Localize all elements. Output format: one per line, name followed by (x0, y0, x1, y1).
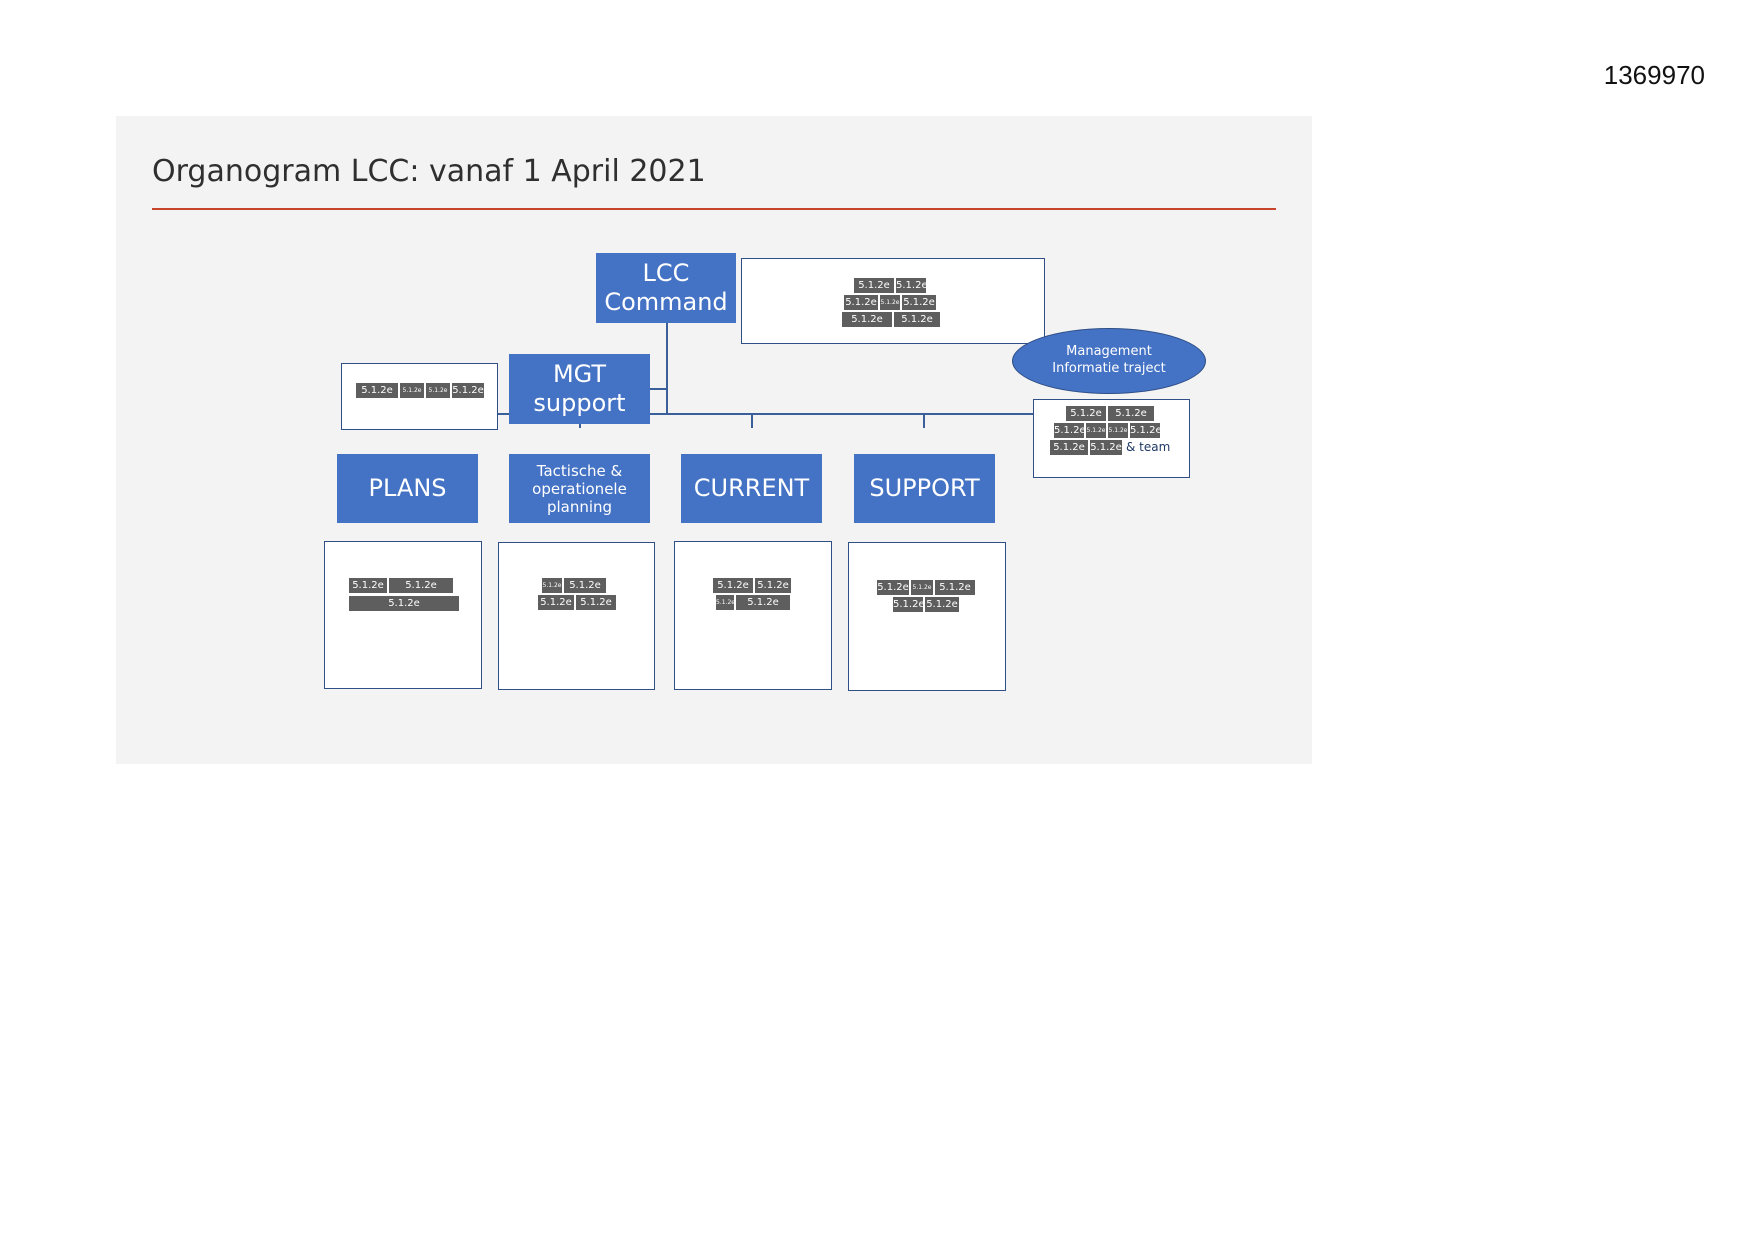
plans-node: PLANS (337, 454, 478, 523)
redaction-block: 5.1.2e (854, 278, 894, 293)
lcc-command-node: LCC Command (596, 253, 736, 323)
redaction-block: 5.1.2e (893, 597, 923, 612)
mgt-support-label-line2: support (533, 389, 626, 417)
current-node: CURRENT (681, 454, 822, 523)
redaction-block: 5.1.2e (1054, 423, 1084, 438)
support-node: SUPPORT (854, 454, 995, 523)
redaction-block: 5.1.2e (925, 597, 959, 612)
redaction-block: 5.1.2e (1108, 406, 1154, 421)
tactical-label-line2: operationele (532, 479, 627, 498)
tactical-label-line1: Tactische & (536, 461, 623, 480)
redaction-block: 5.1.2e (542, 578, 562, 593)
slide: Organogram LCC: vanaf 1 April 2021 LCC C… (116, 116, 1312, 764)
redaction-block: 5.1.2e (877, 580, 909, 595)
redaction-block: 5.1.2e (1130, 423, 1160, 438)
mgmt-info-label-line1: Management (1066, 344, 1152, 360)
connector-line (751, 413, 753, 428)
connector-line (923, 413, 925, 428)
redaction-block: 5.1.2e (349, 578, 387, 593)
tactical-label-line3: planning (546, 497, 613, 516)
redaction-block: 5.1.2e (911, 580, 933, 595)
redaction-block: 5.1.2e (1050, 440, 1088, 455)
connector-line (407, 413, 1038, 415)
redaction-block: 5.1.2e (842, 312, 892, 327)
redaction-block: 5.1.2e (755, 578, 791, 593)
redaction-block: 5.1.2e (935, 580, 975, 595)
mgt-support-label-line1: MGT (552, 360, 607, 389)
document-number: 1369970 (1603, 60, 1705, 90)
mgmt-info-label-line2: Informatie traject (1052, 361, 1166, 376)
redaction-block: 5.1.2e (713, 578, 753, 593)
redaction-block: 5.1.2e (389, 578, 453, 593)
redaction-block: 5.1.2e (400, 383, 424, 398)
redaction-group: 5.1.2e (349, 596, 469, 614)
redaction-block: 5.1.2e (564, 578, 606, 593)
redaction-block: 5.1.2e (1086, 423, 1106, 438)
redaction-block: 5.1.2e (426, 383, 450, 398)
redaction-block: 5.1.2e (896, 278, 926, 293)
slide-title: Organogram LCC: vanaf 1 April 2021 (152, 154, 706, 189)
lcc-command-label-line2: Command (604, 288, 728, 316)
redaction-block: 5.1.2e (1066, 406, 1106, 421)
redaction-block: 5.1.2e (452, 383, 484, 398)
redaction-block: 5.1.2e (1108, 423, 1128, 438)
redaction-block: 5.1.2e (894, 312, 940, 327)
redaction-block: 5.1.2e (1090, 440, 1122, 455)
lcc-command-label-line1: LCC (642, 259, 690, 288)
tactical-planning-node: Tactische & operationele planning (509, 454, 650, 523)
connector-line (650, 388, 667, 390)
redaction-block: 5.1.2e (356, 383, 398, 398)
redaction-block: 5.1.2e (880, 295, 900, 310)
redaction-block: 5.1.2e (736, 595, 790, 610)
redaction-block: 5.1.2e (576, 595, 616, 610)
redaction-block: 5.1.2e (349, 596, 459, 611)
management-informatie-node: Management Informatie traject (1012, 328, 1206, 394)
redaction-block: 5.1.2e (902, 295, 936, 310)
redaction-block: 5.1.2e (716, 595, 734, 610)
redaction-block: 5.1.2e (844, 295, 878, 310)
connector-line (666, 322, 668, 414)
title-underline (152, 208, 1276, 210)
mgt-support-node: MGT support (509, 354, 650, 424)
team-suffix: & team (1126, 440, 1171, 454)
redaction-block: 5.1.2e (538, 595, 574, 610)
